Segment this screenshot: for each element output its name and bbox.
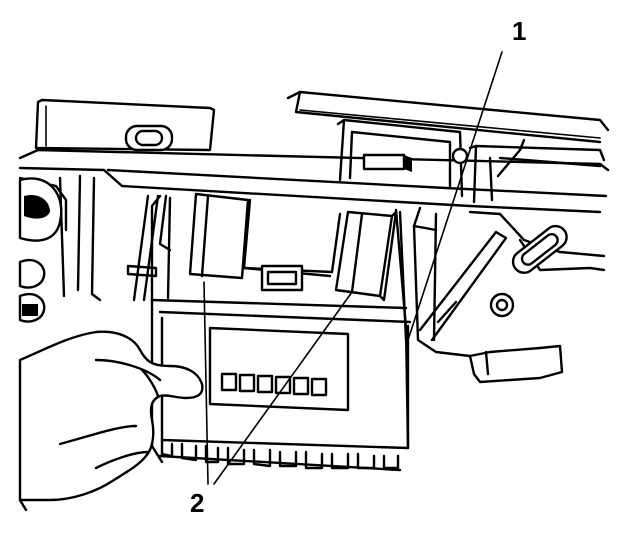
instrument-panel-carrier: [18, 90, 610, 384]
connector-teeth: [158, 438, 402, 472]
leader-line-1: [407, 51, 503, 341]
leader-line-2b: [213, 291, 353, 485]
callout-leaders: [203, 51, 503, 485]
callout-2-label: 2: [190, 488, 204, 518]
control-module: [150, 194, 412, 472]
label-boxes: [220, 372, 328, 397]
leader-line-2a: [203, 281, 209, 485]
technician-hand: [18, 330, 204, 512]
callout-1-label: 1: [512, 16, 526, 46]
retaining-clips: [188, 192, 398, 302]
